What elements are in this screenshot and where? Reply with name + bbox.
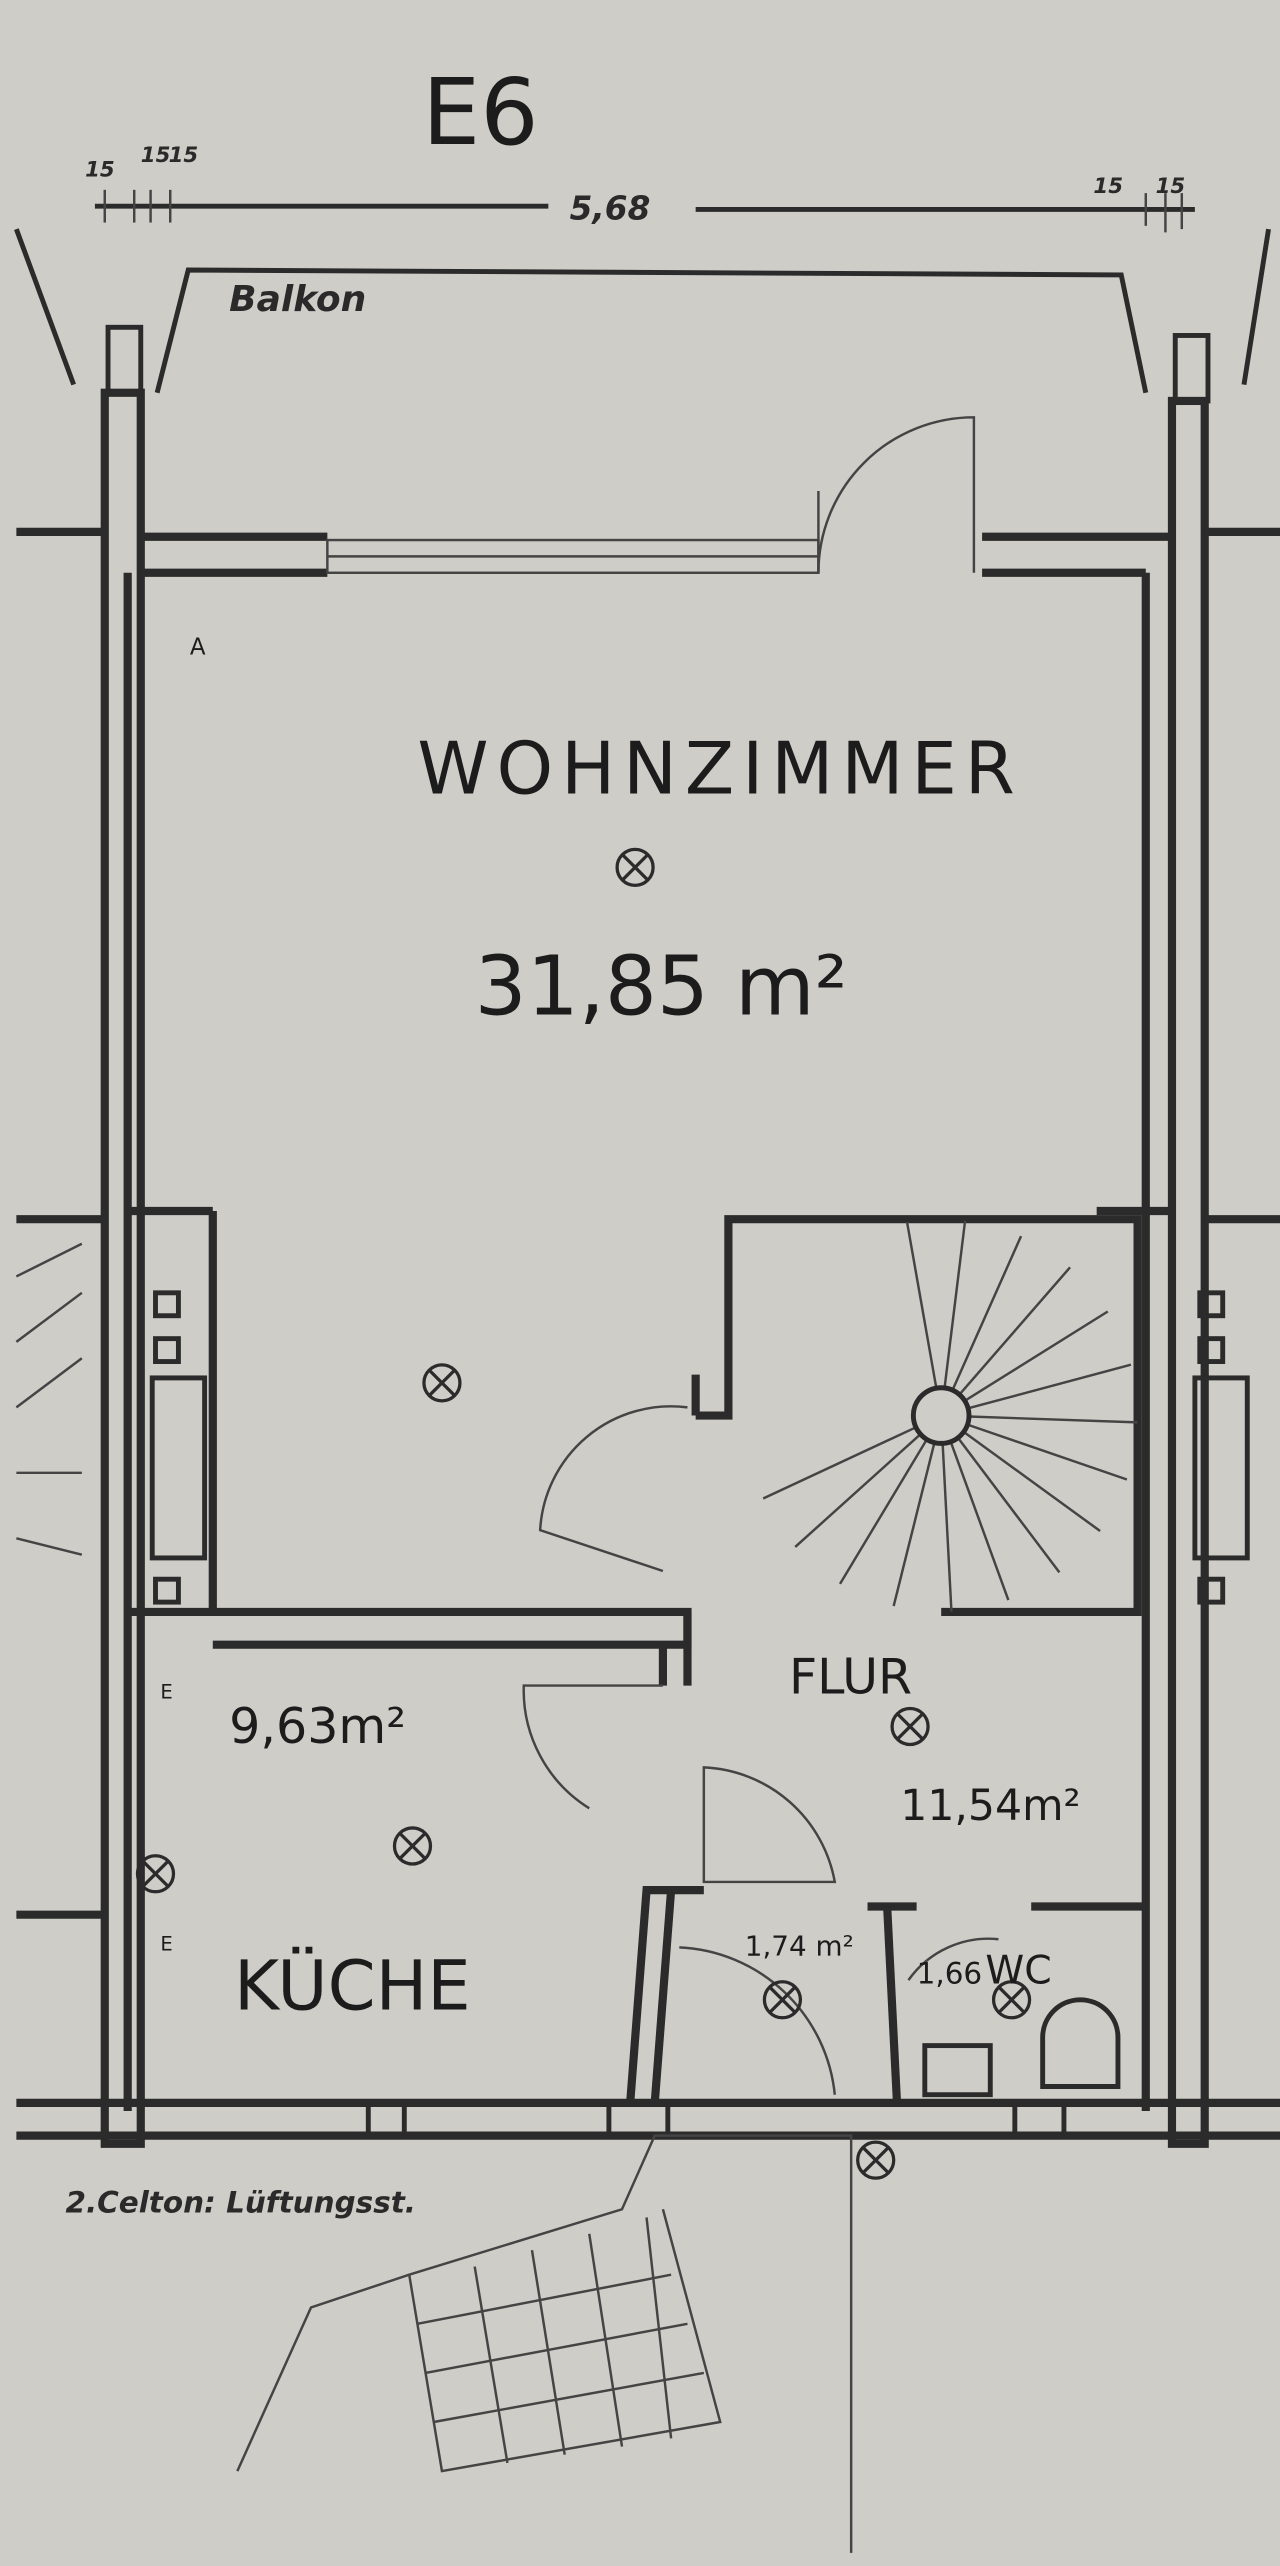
walls	[16, 388, 1280, 2148]
stair-tread	[943, 1220, 967, 1389]
ceiling-light-icon	[762, 1980, 803, 2020]
living-room-area: 31,85 m²	[475, 940, 848, 1035]
dimension-line	[94, 189, 1195, 233]
balcony-outline	[154, 267, 1149, 394]
stair-tread	[762, 1426, 917, 1500]
socket-e-label-1: E	[160, 1681, 172, 1704]
ceiling-light-icon	[392, 1826, 433, 1866]
storage-area: 1,74 m²	[745, 1930, 854, 1963]
stair-tread	[964, 1310, 1109, 1402]
entry-stairs	[236, 2134, 853, 2553]
ceiling-light-icons	[135, 847, 1032, 2180]
hall-label: FLUR	[789, 1648, 912, 1706]
ceiling-light-icon	[422, 1363, 462, 1403]
dimension-left-3: 15	[169, 143, 199, 168]
antenna-label: A	[190, 635, 206, 661]
spiral-staircase	[762, 1220, 1138, 1612]
stair-tread	[949, 1441, 1010, 1601]
plan-title: E6	[422, 59, 538, 166]
ceiling-light-icon	[991, 1980, 1032, 2020]
kitchen-area: 9,63m²	[229, 1697, 406, 1755]
stair-tread	[967, 1423, 1128, 1481]
built-in-cabinets	[149, 1290, 1250, 2098]
ceiling-light-icon	[856, 2140, 896, 2180]
stair-tread	[951, 1235, 1023, 1391]
stair-tread	[956, 1437, 1061, 1574]
dimension-left-2: 15	[141, 143, 171, 168]
ceiling-light-icon	[890, 1706, 930, 1747]
doors	[522, 416, 999, 2095]
socket-e-label-2: E	[160, 1933, 172, 1956]
stair-tread	[967, 1363, 1132, 1410]
stair-tread	[962, 1430, 1101, 1532]
stair-tread	[941, 1443, 953, 1612]
dimension-total: 5,68	[570, 189, 651, 227]
stair-tread	[958, 1266, 1071, 1396]
ceiling-light-icon	[615, 847, 655, 887]
living-room-label: WOHNZIMMER	[417, 727, 1014, 811]
stair-tread	[794, 1433, 922, 1548]
wc-area: 1,66	[917, 1956, 983, 1990]
neighbour-stair	[15, 1242, 83, 1556]
dimension-right-1: 15	[1093, 174, 1123, 199]
stair-tread	[892, 1442, 936, 1607]
dimension-right-2: 15	[1156, 174, 1186, 199]
kitchen-label: KÜCHE	[234, 1946, 471, 2027]
stair-tread	[968, 1415, 1138, 1424]
stair-tread	[905, 1221, 938, 1389]
ceiling-light-icon	[135, 1854, 176, 1894]
balcony-label: Balkon	[229, 279, 366, 320]
wc-label: WC	[985, 1948, 1051, 1993]
stair-core	[910, 1385, 972, 1446]
stair-tread	[838, 1438, 928, 1585]
hall-area: 11,54m²	[900, 1782, 1080, 1831]
ventilation-note: 2.Celton: Lüftungsst.	[65, 2186, 416, 2220]
dimension-left-1: 15	[85, 158, 115, 183]
